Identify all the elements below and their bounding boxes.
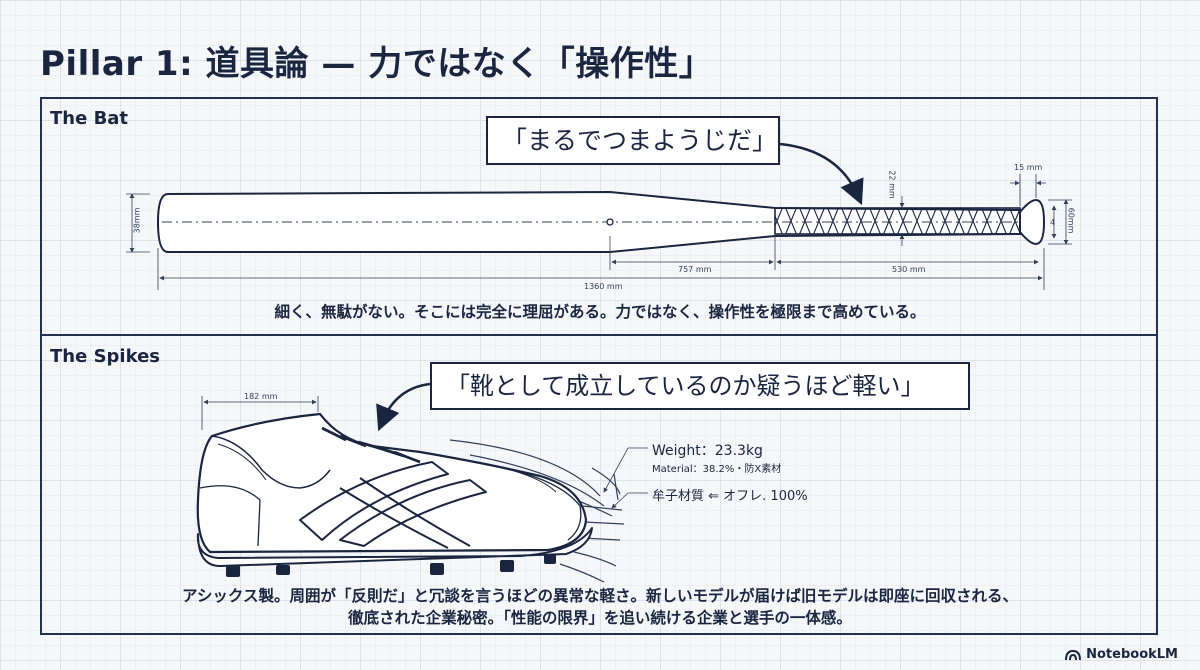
notebook-logo-icon [1065, 649, 1082, 660]
dim-knob-diameter: 60mm [1066, 207, 1076, 234]
page-title: Pillar 1: 道具論 — 力ではなく「操作性」 [40, 44, 714, 84]
bat-caption: 細く、無駄がない。そこには完全に理屈がある。力ではなく、操作性を極限まで高めてい… [274, 303, 926, 321]
dim-grip-length: 530 mm [892, 265, 926, 274]
bat-drawing [156, 190, 1046, 253]
bat-dimensions [126, 174, 1072, 290]
diagram-frame [40, 97, 1158, 635]
spikes-quote: 「靴として成立しているのか疑うほど軽い」 [430, 362, 970, 410]
bat-quote-arrow [779, 142, 864, 206]
dim-barrel-diameter: 38mm [132, 207, 142, 234]
spikes-caption-line1: アシックス製。周囲が「反則だ」と冗談を言うほどの異常な軽さ。新しいモデルが届けば… [182, 587, 1018, 605]
brand-watermark: NotebookLM [1065, 647, 1178, 662]
spike-material-detail: 牟子材質 ⇐ オフレ. 100% [652, 489, 808, 504]
dim-grip-diameter: 22 mm [887, 170, 897, 199]
dim-knob-depth: 4 [1050, 218, 1056, 227]
brand-name: NotebookLM [1086, 647, 1178, 662]
dim-knob-width: 15 mm [1014, 163, 1043, 172]
bat-section-label: The Bat [50, 108, 129, 129]
spike-material: Material：38.2%・防X素材 [652, 464, 782, 475]
dim-spike-length: 182 mm [244, 392, 278, 401]
spikes-caption-line2: 徹底された企業秘密。「性能の限界」を追い続ける企業と選手の一体感。 [348, 609, 852, 627]
spikes-section-label: The Spikes [50, 346, 160, 367]
spike-weight: Weight：23.3kg [652, 443, 763, 459]
section-divider [40, 334, 1158, 336]
dim-barrel-to-grip: 757 mm [678, 265, 712, 274]
bat-quote: 「まるでつまようじだ」 [486, 116, 780, 165]
spike-shoe-drawing [196, 412, 625, 583]
spikes-dimensions [201, 396, 648, 509]
dim-total-length: 1360 mm [584, 282, 623, 291]
spikes-quote-arrow [376, 382, 431, 432]
